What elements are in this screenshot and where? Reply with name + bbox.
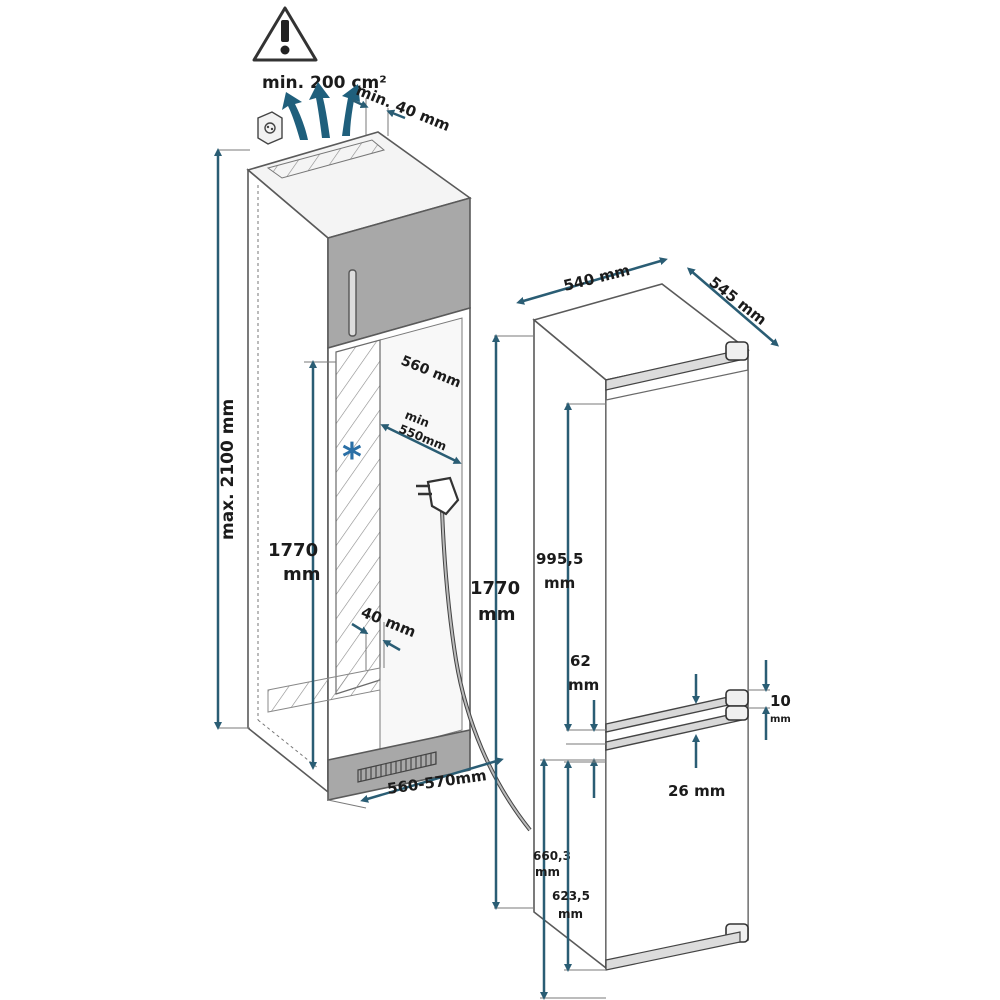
cabinet-height-label: max. 2100 mm xyxy=(218,399,238,540)
niche-height-value: 1770 xyxy=(268,540,318,561)
asterisk-marker: * xyxy=(342,435,362,479)
socket-icon xyxy=(257,111,283,145)
niche-height-unit: mm xyxy=(283,564,321,585)
lower-height-unit: mm xyxy=(535,865,560,879)
slider-gap-label: 26 mm xyxy=(668,782,725,800)
lower-door-value: 623,5 xyxy=(552,889,590,903)
hinge-gap-value: 10 xyxy=(770,692,791,710)
depth-label: 545 mm xyxy=(706,273,771,329)
lower-door-unit: mm xyxy=(558,907,583,921)
width-label: 540 mm xyxy=(562,261,632,295)
warning-icon xyxy=(252,6,318,62)
door-gap-value: 62 xyxy=(570,652,591,670)
hinge-gap-unit: mm xyxy=(770,714,791,725)
fridge-appliance xyxy=(532,283,750,971)
upper-door-value: 995,5 xyxy=(536,550,583,568)
kitchen-cabinet xyxy=(246,131,472,801)
vent-gap-label: min. 40 mm xyxy=(354,81,453,135)
appliance-height-value: 1770 xyxy=(470,578,520,599)
appliance-height-unit: mm xyxy=(478,604,516,625)
upper-door-unit: mm xyxy=(544,574,575,592)
door-gap-unit: mm xyxy=(568,676,599,694)
lower-height-value: 660,3 xyxy=(533,849,571,863)
airflow-arrows-icon xyxy=(282,82,360,140)
